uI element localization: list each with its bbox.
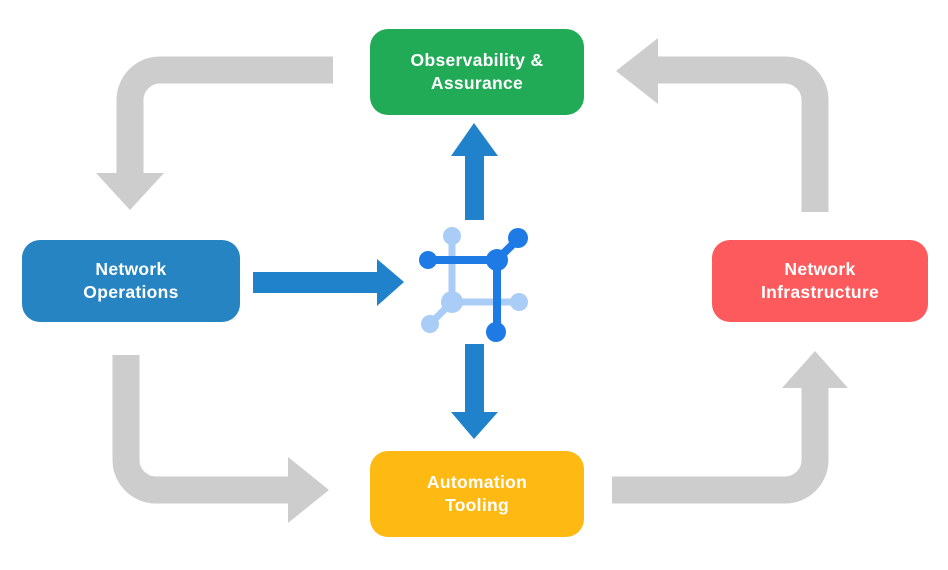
icon-node-right-light <box>510 293 528 311</box>
cycle-arrow-operations-to-automation <box>112 355 329 523</box>
cycle-arrow-shaft <box>658 56 829 212</box>
node-observability-box <box>370 29 584 115</box>
cycle-arrow-shaft <box>112 355 288 504</box>
cycle-arrow-shaft <box>612 388 829 504</box>
network-nodes-icon <box>419 227 528 342</box>
cycle-arrow-infrastructure-to-observability <box>616 38 829 212</box>
cycle-arrowhead-up-icon <box>782 351 848 388</box>
node-automation-box <box>370 451 584 537</box>
node-infrastructure-box <box>712 240 928 322</box>
cycle-arrowhead-left-icon <box>616 38 658 104</box>
node-operations-box <box>22 240 240 322</box>
icon-junction-dark <box>486 249 508 271</box>
flow-arrow-operations-to-center <box>253 259 404 306</box>
cycle-arrow-observability-to-operations <box>96 56 333 210</box>
flow-arrow-center-to-observability <box>451 123 498 220</box>
flow-arrow-shaft <box>465 153 484 220</box>
flow-arrowhead-down-icon <box>451 412 498 439</box>
flow-arrow-center-to-automation <box>451 344 498 439</box>
icon-node-top-right-dark <box>508 228 528 248</box>
cycle-arrowhead-right-icon <box>288 457 329 523</box>
icon-node-top-light <box>443 227 461 245</box>
icon-junction-light <box>441 291 463 313</box>
icon-node-bottom-dark <box>486 322 506 342</box>
flow-arrow-shaft <box>253 272 377 293</box>
flow-arrowhead-right-icon <box>377 259 404 306</box>
cycle-arrowhead-down-icon <box>96 173 164 210</box>
icon-node-left-dark <box>419 251 437 269</box>
flow-arrowhead-up-icon <box>451 123 498 156</box>
icon-node-bottom-left-light <box>421 315 439 333</box>
cycle-arrow-shaft <box>116 56 333 173</box>
cycle-arrow-automation-to-infrastructure <box>612 351 848 504</box>
flow-arrow-shaft <box>465 344 484 413</box>
